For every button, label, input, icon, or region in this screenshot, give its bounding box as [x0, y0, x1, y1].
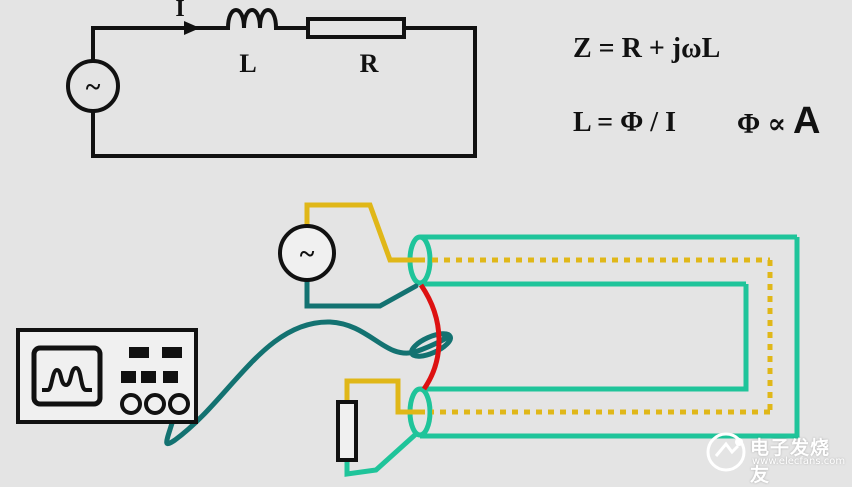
coax-to-resistor-wire: [344, 378, 425, 415]
current-arrow: [184, 21, 200, 35]
inductor-coil: [225, 8, 279, 31]
scope-button-5: [163, 371, 178, 383]
coax-right-outer: [420, 237, 800, 439]
scope-button-1: [129, 347, 149, 358]
watermark-logo-icon: [706, 432, 746, 472]
setup-source-tilde: ~: [300, 239, 315, 270]
current-label: I: [175, 0, 184, 22]
impedance-equation: Z = R + jωL: [573, 33, 721, 64]
scope-waveform: [42, 365, 92, 392]
scope-button-3: [121, 371, 136, 383]
red-jumper-wire: [418, 283, 442, 391]
oscilloscope: [16, 328, 198, 424]
flux-proportional-equation: Φ ∝ A: [737, 100, 820, 143]
source-return-wire: [304, 275, 419, 309]
flux-prefix: Φ ∝: [737, 109, 794, 140]
coax-shield-loop: [344, 234, 800, 477]
setup-ac-source: [278, 224, 336, 282]
probe-cable: [164, 319, 450, 447]
circuit-wire-top-left: [91, 26, 230, 62]
circuit-wire-right: [91, 26, 477, 158]
shield-return-wire: [344, 432, 418, 477]
ac-source-circle: [66, 59, 120, 113]
watermark-text: 电子发烧友: [750, 437, 831, 486]
source-to-coax-wire: [304, 202, 425, 263]
inductor-label: L: [239, 49, 256, 78]
resistor-symbol: [306, 17, 406, 39]
scope-knob-2: [144, 393, 166, 415]
scope-knob-1: [120, 393, 142, 415]
rl-circuit: [66, 8, 477, 158]
watermark: 电子发烧友 www.elecfans.com: [706, 430, 846, 486]
flux-area-symbol: A: [793, 100, 821, 142]
probe-loop: [409, 331, 453, 359]
center-conductor: [304, 202, 773, 415]
resistor-label: R: [360, 49, 379, 78]
inductance-equation: L = Φ / I: [573, 107, 676, 138]
return-wires: [164, 275, 453, 447]
scope-button-2: [162, 347, 182, 358]
source-tilde: ~: [86, 72, 101, 103]
scope-button-4: [141, 371, 156, 383]
scope-knob-3: [168, 393, 190, 415]
coax-right-inner: [420, 284, 749, 392]
scope-screen: [31, 345, 103, 407]
watermark-url: www.elecfans.com: [752, 456, 846, 467]
load-resistor: [336, 400, 358, 462]
